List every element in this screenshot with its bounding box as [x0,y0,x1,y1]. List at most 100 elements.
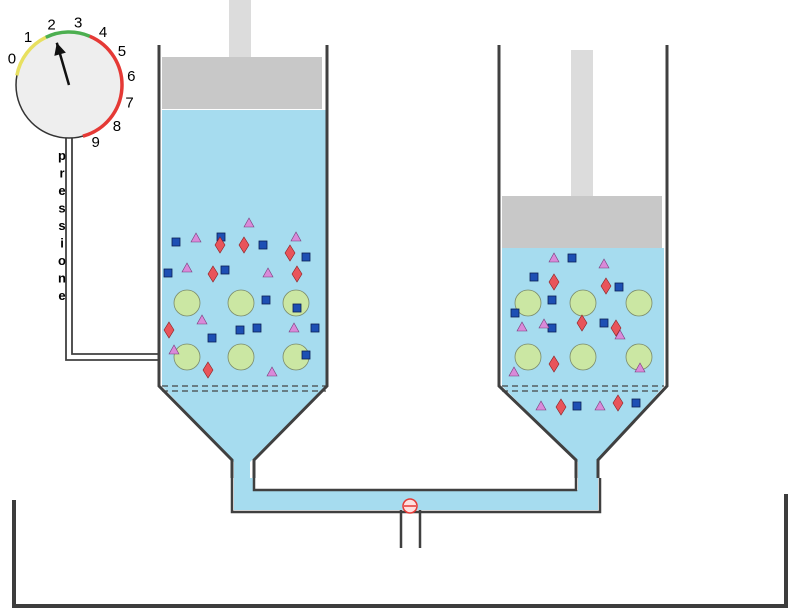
resin-bead [569,343,597,371]
resin-bead [514,289,542,317]
square-particle [510,308,520,318]
needle-arrow-icon [54,42,66,56]
triangle-particle [288,322,300,333]
triangle-particle [262,267,274,278]
pressure-label-letter: p [58,148,66,163]
left-particles [163,217,320,379]
triangle-particle [634,362,646,373]
triangle-particle [548,252,560,263]
square-particle [310,323,320,333]
gauge-needle [54,42,71,86]
triangle-particle [508,366,520,377]
resin-bead [227,343,255,371]
square-particle [258,240,268,250]
triangle-particle [190,232,202,243]
pressure-label-letter: o [58,253,66,268]
connecting-pipe [230,478,602,514]
left-piston-rod [229,0,251,57]
resin-bead [625,289,653,317]
left-vessel-walls [157,45,329,478]
gauge-tick-label: 0 [8,50,16,67]
gauge-tick-label: 4 [99,24,107,41]
triangle-particle [181,262,193,273]
pressure-label-letter: e [58,288,65,303]
diamond-particle [284,244,296,262]
diamond-particle [214,236,226,254]
triangle-particle [266,366,278,377]
triangle-particle [516,321,528,332]
diamond-particle [612,394,624,412]
outer-basin [12,494,788,608]
gauge-arc [45,30,91,39]
pressure-label-letter: s [58,218,65,233]
square-particle [301,350,311,360]
gauge-tick-label: 3 [74,15,82,32]
gauge-tick-label: 1 [24,29,32,46]
diamond-particle [555,398,567,416]
square-particle [235,325,245,335]
diamond-particle [610,319,622,337]
square-particle [207,333,217,343]
diamond-particle [202,361,214,379]
gauge-tick-label: 6 [127,68,135,85]
resin-bead [227,289,255,317]
triangle-particle [243,217,255,228]
diamond-particle [548,355,560,373]
pressure-label-letter: e [58,183,65,198]
resin-bead [569,289,597,317]
right-particles [508,252,653,416]
resin-bead [173,289,201,317]
left-vessel [157,0,329,480]
square-particle [261,295,271,305]
right-vessel-walls [497,45,669,478]
triangle-particle [196,314,208,325]
diamond-particle [576,314,588,332]
right-vessel [497,45,669,480]
square-particle [171,237,181,247]
diamond-particle [548,273,560,291]
gauge-tick-label: 8 [113,118,121,135]
triangle-particle [535,400,547,411]
square-particle [220,265,230,275]
resin-bead [514,343,542,371]
square-particle [252,323,262,333]
triangle-particle [614,329,626,340]
diamond-particle [600,277,612,295]
square-particle [547,295,557,305]
diamond-particle [238,236,250,254]
right-piston-rod [571,50,593,196]
pressure-label-letter: s [58,201,65,216]
square-particle [599,318,609,328]
square-particle [163,268,173,278]
triangle-particle [594,400,606,411]
triangle-particle [290,231,302,242]
square-particle [301,252,311,262]
pressure-label-letter: i [60,236,64,251]
diamond-particle [163,321,175,339]
gauge-tick-label: 2 [47,16,55,33]
resin-bead [173,343,201,371]
gauge-arc [82,34,124,138]
drain-valve[interactable] [399,498,422,548]
diamond-particle [207,265,219,283]
pressure-label-letter: n [58,271,66,286]
square-particle [614,282,624,292]
gauge-tick-label: 7 [125,94,133,111]
pressure-label-letter: r [59,166,64,181]
square-particle [572,401,582,411]
square-particle [567,253,577,263]
triangle-particle [538,318,550,329]
gauge-tick-label: 5 [118,43,126,60]
square-particle [292,303,302,313]
resin-bead [282,289,310,317]
gauge-arc [15,35,47,76]
gauge-tick-label: 9 [91,134,99,151]
right-piston [502,196,662,248]
triangle-particle [598,258,610,269]
left-piston [162,57,322,109]
square-particle [631,398,641,408]
